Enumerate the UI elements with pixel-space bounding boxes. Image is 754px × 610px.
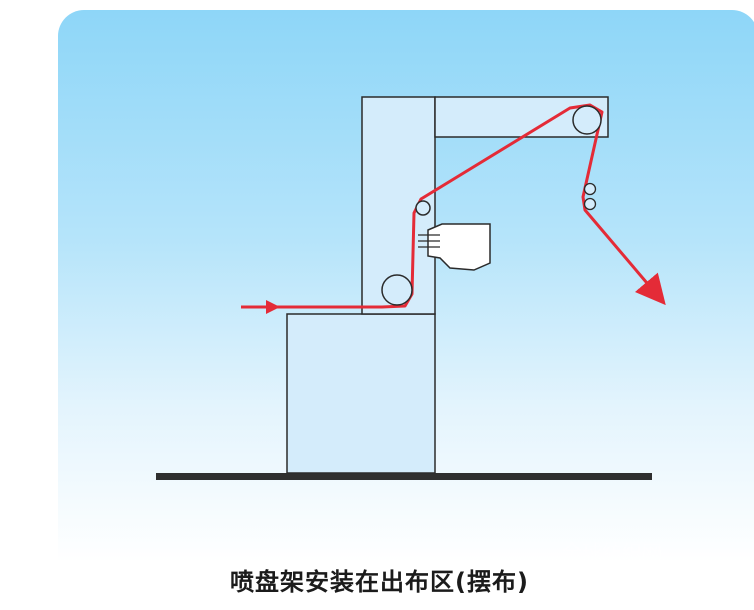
lower-roller xyxy=(381,274,413,306)
fabric-path xyxy=(241,103,666,309)
floor-bar xyxy=(156,473,652,480)
top-roller xyxy=(572,105,602,135)
spray-head xyxy=(418,223,491,271)
small-roller-upper xyxy=(583,182,597,196)
watermark-text: 全球纺织网 xyxy=(562,540,662,564)
diagram-caption: 喷盘架安装在出布区(摆布) xyxy=(230,568,529,596)
fabric-input-arrow xyxy=(266,300,280,314)
small-roller-lower xyxy=(583,197,597,211)
guide-roller xyxy=(415,200,431,216)
spray-rack-diagram xyxy=(156,96,666,480)
machine-base-block xyxy=(286,313,436,474)
